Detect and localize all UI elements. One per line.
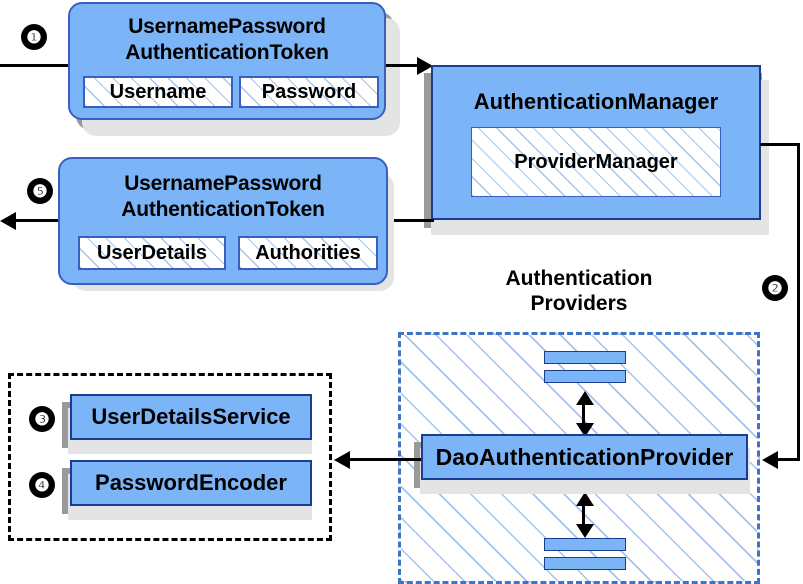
authentication-manager[interactable]: AuthenticationManager ProviderManager (431, 65, 761, 220)
providers-group-title-line1: Authentication (505, 267, 653, 290)
provider-link-line-top (582, 397, 585, 431)
provider-placeholder-bar-4[interactable] (544, 557, 626, 570)
step-5-bullet: ❺ (27, 178, 53, 204)
passwordencoder-bean[interactable]: PasswordEncoder (70, 460, 312, 506)
dao-authentication-provider[interactable]: DaoAuthenticationProvider (421, 434, 748, 480)
response-outbound-line (16, 219, 70, 222)
username-password-authentication-token-response[interactable]: UsernamePassword AuthenticationToken Use… (58, 157, 388, 285)
provider-placeholder-bar-1[interactable] (544, 351, 626, 364)
authentication-manager-title: AuthenticationManager (473, 89, 719, 114)
request-to-manager-arrowhead (417, 57, 433, 75)
userdetailsservice-bean[interactable]: UserDetailsService (70, 394, 312, 440)
chip-userdetails[interactable]: UserDetails (78, 236, 226, 270)
request-token-title-line1: UsernamePassword (128, 15, 326, 38)
chip-authorities[interactable]: Authorities (238, 236, 378, 270)
request-inbound-line (0, 64, 70, 67)
provider-link-arrow-up-top (576, 391, 594, 405)
chip-password[interactable]: Password (239, 76, 379, 108)
request-token-title-line2: AuthenticationToken (125, 41, 329, 64)
username-password-authentication-token-request[interactable]: UsernamePassword AuthenticationToken Use… (68, 2, 386, 120)
step-1-bullet: ❶ (21, 24, 47, 50)
providers-group-title-line2: Providers (530, 292, 628, 315)
provider-to-beans-line (350, 458, 421, 461)
provider-to-beans-arrowhead (334, 451, 350, 469)
manager-to-providers-bottom-line (778, 458, 800, 461)
supporting-beans-group (8, 373, 332, 541)
provider-link-line-bottom (582, 498, 585, 532)
provider-link-arrow-down-bottom (576, 524, 594, 538)
request-to-manager-line (386, 64, 420, 67)
step-4-bullet: ❹ (29, 472, 55, 498)
provider-placeholder-bar-2[interactable] (544, 370, 626, 383)
step-2-bullet: ❷ (762, 275, 788, 301)
provider-placeholder-bar-3[interactable] (544, 538, 626, 551)
step-3-bullet: ❸ (29, 406, 55, 432)
provider-manager[interactable]: ProviderManager (471, 127, 721, 197)
provider-link-arrow-up-bottom (576, 492, 594, 506)
manager-to-response-line (386, 219, 434, 222)
response-token-title-line1: UsernamePassword (124, 172, 322, 195)
response-token-title-line2: AuthenticationToken (121, 198, 325, 221)
manager-to-providers-vertical-line (797, 143, 800, 461)
manager-to-providers-arrowhead (762, 451, 778, 469)
manager-to-providers-top-line (760, 143, 800, 146)
provider-link-arrow-down-top (576, 423, 594, 437)
chip-username[interactable]: Username (83, 76, 233, 108)
response-outbound-arrowhead (0, 212, 16, 230)
